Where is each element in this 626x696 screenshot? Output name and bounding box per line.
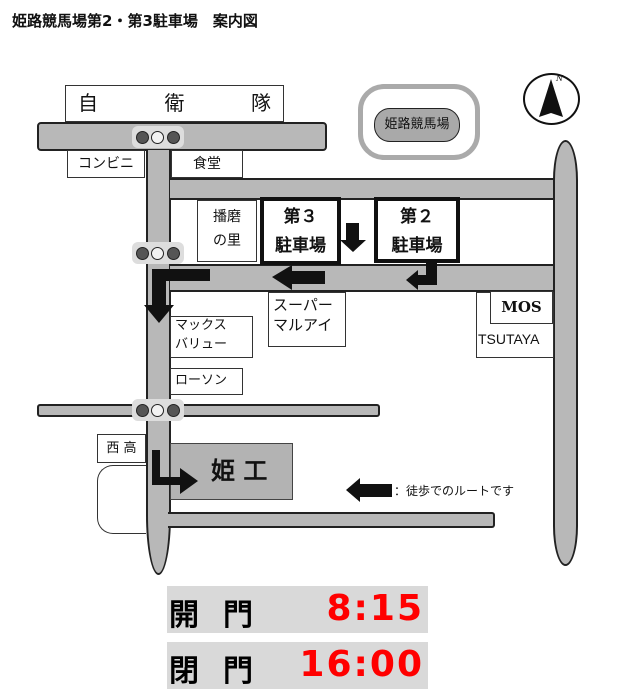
jieitai-char: 自 [78,91,98,115]
route-arrow-left-icon [272,265,325,290]
parking-2-box: 第２ 駐車場 [374,197,460,263]
compass [523,73,580,125]
parking-3-label: 駐車場 [275,235,326,256]
mos-box: MOS [490,291,553,324]
open-time: 8:15 [326,588,424,629]
page-title: 姫路競馬場第2・第3駐車場 案内図 [12,12,258,30]
super-line: スーパー [273,296,333,314]
shokudo-box: 食堂 [171,150,243,178]
traffic-light-icon [132,126,184,148]
maxvalu-box: マックス バリュー [170,316,253,358]
maxvalu-line: マックス [175,318,227,333]
harima-no-sato-box: 播磨 の里 [197,200,257,262]
legend-text: ：徒歩でのルートです [394,484,515,498]
harima-line: 播磨 [213,209,241,225]
road-3 [170,264,556,292]
close-label: 閉門 [169,654,277,689]
lawson-box: ローソン [170,368,243,395]
legend-arrow-icon [346,478,392,502]
route-arrow-himeko-icon [152,450,198,494]
konbini-box: コンビニ [67,150,145,178]
maxvalu-line: バリュー [175,336,228,352]
route-arrow-left-turn-icon [144,269,210,323]
closing-hours: 閉門 16:00 [167,642,428,689]
racecourse-label: 姫路競馬場 [374,108,460,142]
himeko-box: 姫 工 [170,443,293,500]
harima-line: の里 [213,232,241,249]
tsutaya-label: TSUTAYA [478,331,540,347]
compass-n-label: N [556,74,563,83]
route-arrow-down-icon [340,223,366,252]
parking-3-number: 第３ [283,207,318,227]
road-left-vertical [146,150,171,575]
route-arrow-from-parking2-icon [406,263,437,290]
open-label: 開門 [169,598,277,633]
nishiko-box: 西 高 [97,434,146,463]
jieitai-char: 衛 [164,91,185,115]
north-arrow-icon [539,79,563,117]
close-time: 16:00 [299,644,424,685]
jieitai-char: 隊 [251,91,271,115]
jieitai-box: 自 衛 隊 [65,85,284,122]
traffic-light-icon [132,399,184,421]
traffic-light-icon [132,242,184,264]
nishiko-field [97,465,146,534]
parking-2-number: 第２ [400,207,434,227]
super-line: マルアイ [273,316,333,335]
tsutaya-box: MOS TSUTAYA [476,291,554,358]
road-bottom [168,512,495,528]
parking-2-label: 駐車場 [391,235,443,256]
super-maruai-box: スーパー マルアイ [268,292,346,347]
opening-hours: 開門 8:15 [167,586,428,633]
parking-3-box: 第３ 駐車場 [260,197,341,265]
road-right-vertical [553,140,578,566]
road-4 [37,404,380,417]
